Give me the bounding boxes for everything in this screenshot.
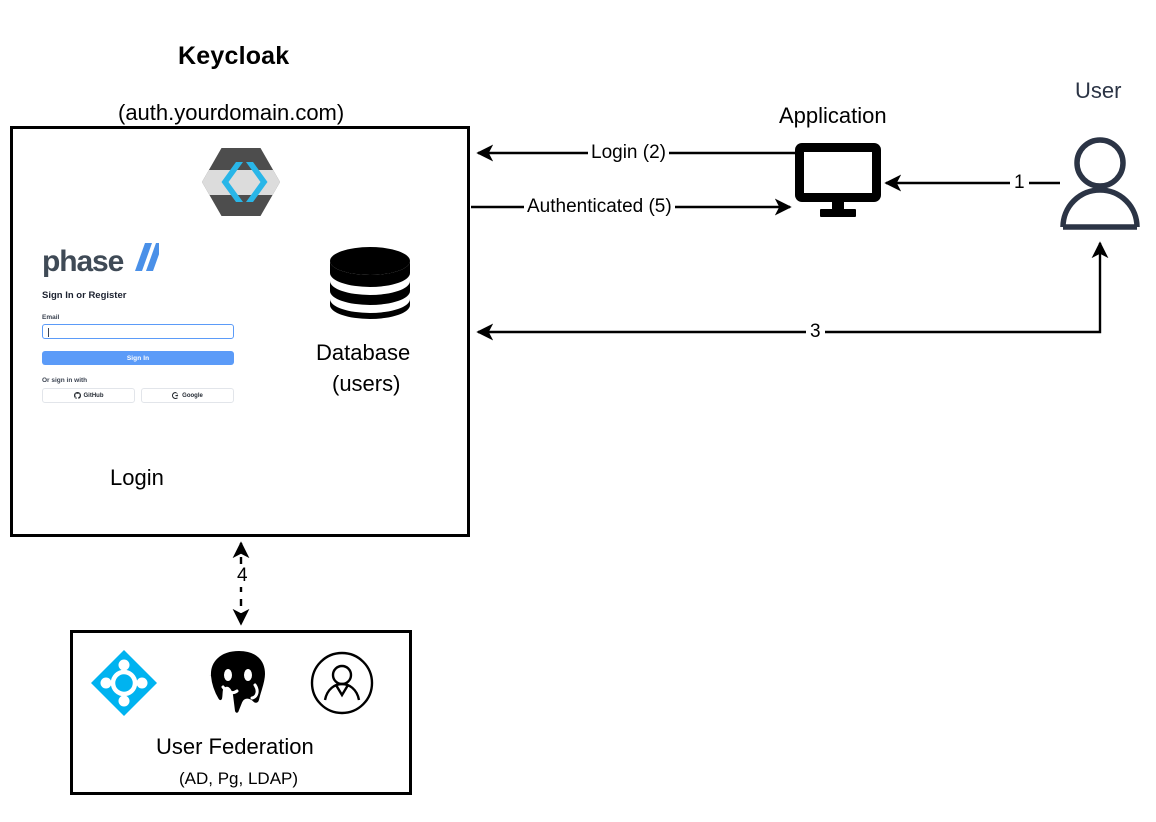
database-label-line2: (users): [332, 371, 401, 396]
phase-logo: phase: [42, 243, 234, 278]
sign-in-button[interactable]: Sign In: [42, 351, 234, 365]
phase-login-card: phase Sign In or Register Email Sign In …: [42, 243, 234, 403]
google-icon: [172, 392, 179, 399]
social-divider-label: Or sign in with: [42, 377, 88, 384]
google-sign-in-button[interactable]: Google: [141, 388, 234, 403]
keycloak-hexagon-icon: [202, 148, 280, 216]
edge-3: [476, 241, 1109, 341]
database-cylinder-icon: [328, 245, 412, 326]
federation-subtitle: (AD, Pg, LDAP): [179, 769, 299, 788]
google-button-label: Google: [182, 392, 203, 399]
page-title: Keycloak: [178, 42, 290, 70]
double-slash-icon: [125, 243, 164, 276]
postgresql-elephant-icon: [203, 645, 275, 724]
login-caption: Login: [110, 465, 164, 490]
monitor-icon: [793, 141, 883, 222]
phase-wordmark: phase: [42, 245, 124, 278]
edge-label-1: 1: [1010, 172, 1029, 194]
database-label-line1: Database: [316, 340, 411, 365]
edge-label-4: 4: [233, 565, 252, 587]
edge-label-authenticated: Authenticated (5): [524, 196, 675, 218]
login-form-heading: Sign In or Register: [42, 290, 127, 301]
user-person-icon: [1058, 135, 1142, 236]
social-buttons: GitHub Google: [42, 388, 234, 403]
edge-label-login: Login (2): [588, 142, 669, 164]
ldap-user-circle-icon: [309, 650, 375, 721]
email-input[interactable]: [42, 324, 234, 339]
text-caret: [48, 328, 49, 337]
federation-title: User Federation: [156, 734, 314, 759]
user-label: User: [1075, 78, 1122, 103]
application-label: Application: [779, 103, 887, 128]
github-button-label: GitHub: [83, 392, 104, 399]
active-directory-icon: [89, 648, 159, 723]
keycloak-subtitle: (auth.yourdomain.com): [118, 100, 345, 125]
github-icon: [73, 392, 81, 399]
github-sign-in-button[interactable]: GitHub: [42, 388, 135, 403]
edge-label-3: 3: [806, 321, 825, 343]
email-field-label: Email: [42, 314, 60, 321]
